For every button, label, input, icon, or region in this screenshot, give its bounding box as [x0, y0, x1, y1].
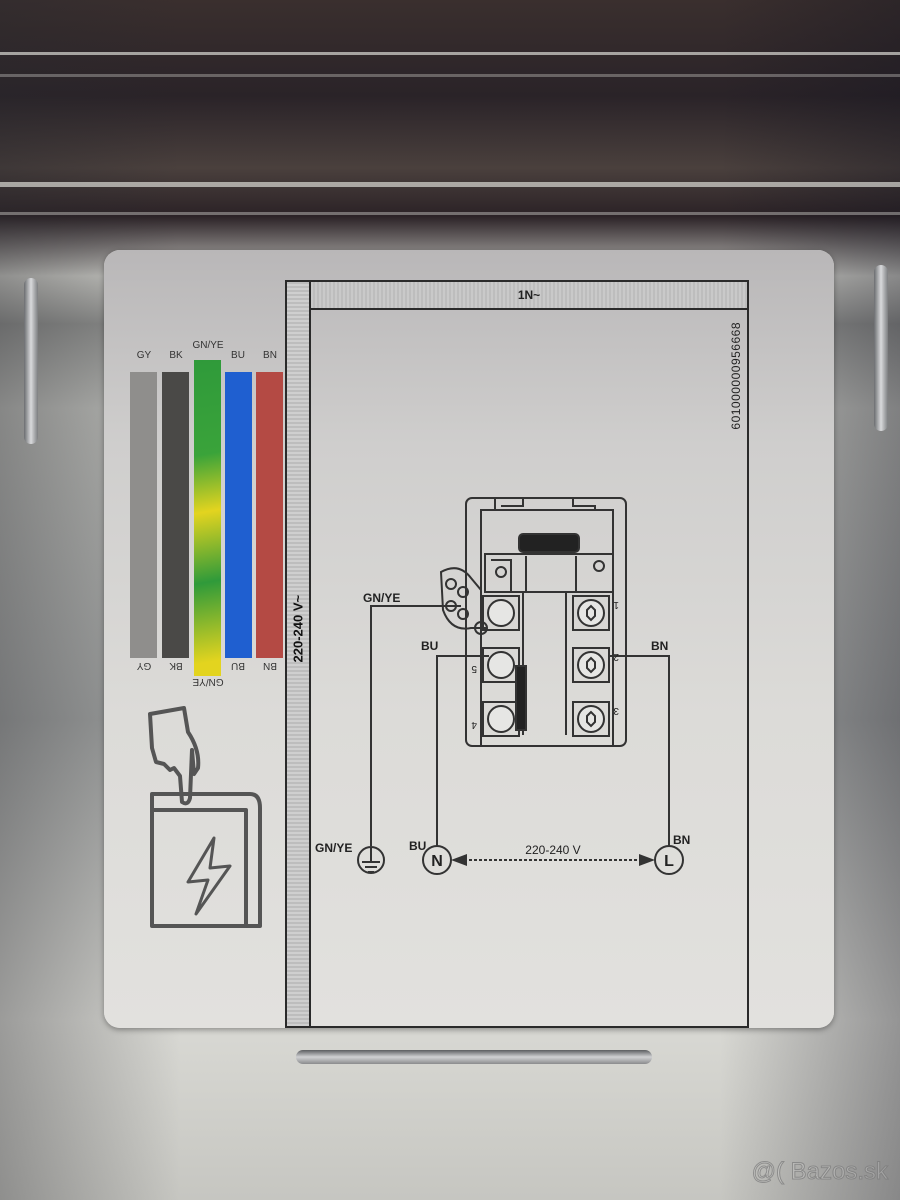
wiring-label: GY BK GN/YE BU BN GY BK GN/YE BU BN 220-… — [104, 250, 834, 1028]
supply-type-header: 1N~ — [311, 282, 747, 310]
metal-rib — [0, 52, 900, 55]
live-symbol: L — [664, 853, 674, 870]
earth-wire-label-bottom: GN/YE — [315, 841, 352, 855]
watermark: @( Bazos.sk — [751, 1158, 888, 1186]
wire-label-gy: GY — [136, 350, 152, 361]
wire-swatch-black — [162, 372, 189, 658]
wire-swatch-blue — [225, 372, 252, 658]
wire-swatch-brown — [256, 372, 283, 658]
terminal-number-5: 5 — [471, 663, 477, 674]
wire-swatch-green-yellow — [194, 360, 221, 676]
live-wire-label-bottom: BN — [673, 833, 690, 847]
supply-voltage-label: 220-240 V~ — [290, 594, 306, 663]
metal-rib — [0, 212, 900, 215]
metal-rib — [0, 74, 900, 77]
neutral-wire-label-top: BU — [421, 639, 438, 653]
wire-color-legend: GY BK GN/YE BU BN GY BK GN/YE BU BN — [122, 340, 283, 687]
panel-slot-bottom — [296, 1050, 652, 1064]
wire-label-bn: BN — [263, 350, 277, 361]
wire-label-gnye: GN/YE — [192, 340, 224, 351]
terminal-block-diagram: GN/YE BU BN GN/YE BU BN N L 220-240 V 1 … — [315, 497, 690, 875]
supply-voltage-arrow-label: 220-240 V — [525, 843, 580, 857]
wire-label-gnye-inverted: GN/YE — [192, 676, 224, 687]
terminal-number-3: 3 — [613, 705, 619, 716]
earth-wire-label-top: GN/YE — [363, 591, 400, 605]
wire-label-bn-inverted: BN — [263, 660, 277, 671]
earth-wire — [370, 605, 461, 846]
live-wire — [609, 655, 670, 846]
panel-slot-left — [24, 278, 38, 444]
wiring-diagram-frame: 220-240 V~ 1N~ 601000000956668 — [285, 280, 749, 1028]
terminal-number-2: 2 — [613, 651, 619, 662]
wire-label-bk-inverted: BK — [169, 660, 183, 671]
read-manual-electrical-icon — [148, 706, 262, 928]
terminal-number-4: 4 — [471, 719, 477, 730]
wire-swatch-grey — [130, 372, 157, 658]
neutral-wire — [436, 655, 489, 846]
terminal-number-1: 1 — [613, 599, 619, 610]
wire-label-bu: BU — [231, 350, 245, 361]
voltage-side-strip: 220-240 V~ — [287, 282, 311, 1026]
panel-slot-right — [874, 265, 888, 431]
neutral-wire-label-bottom: BU — [409, 839, 426, 853]
live-wire-label-top: BN — [651, 639, 668, 653]
metal-rib — [0, 182, 900, 187]
neutral-symbol: N — [431, 853, 443, 870]
wire-label-bk: BK — [169, 350, 183, 361]
